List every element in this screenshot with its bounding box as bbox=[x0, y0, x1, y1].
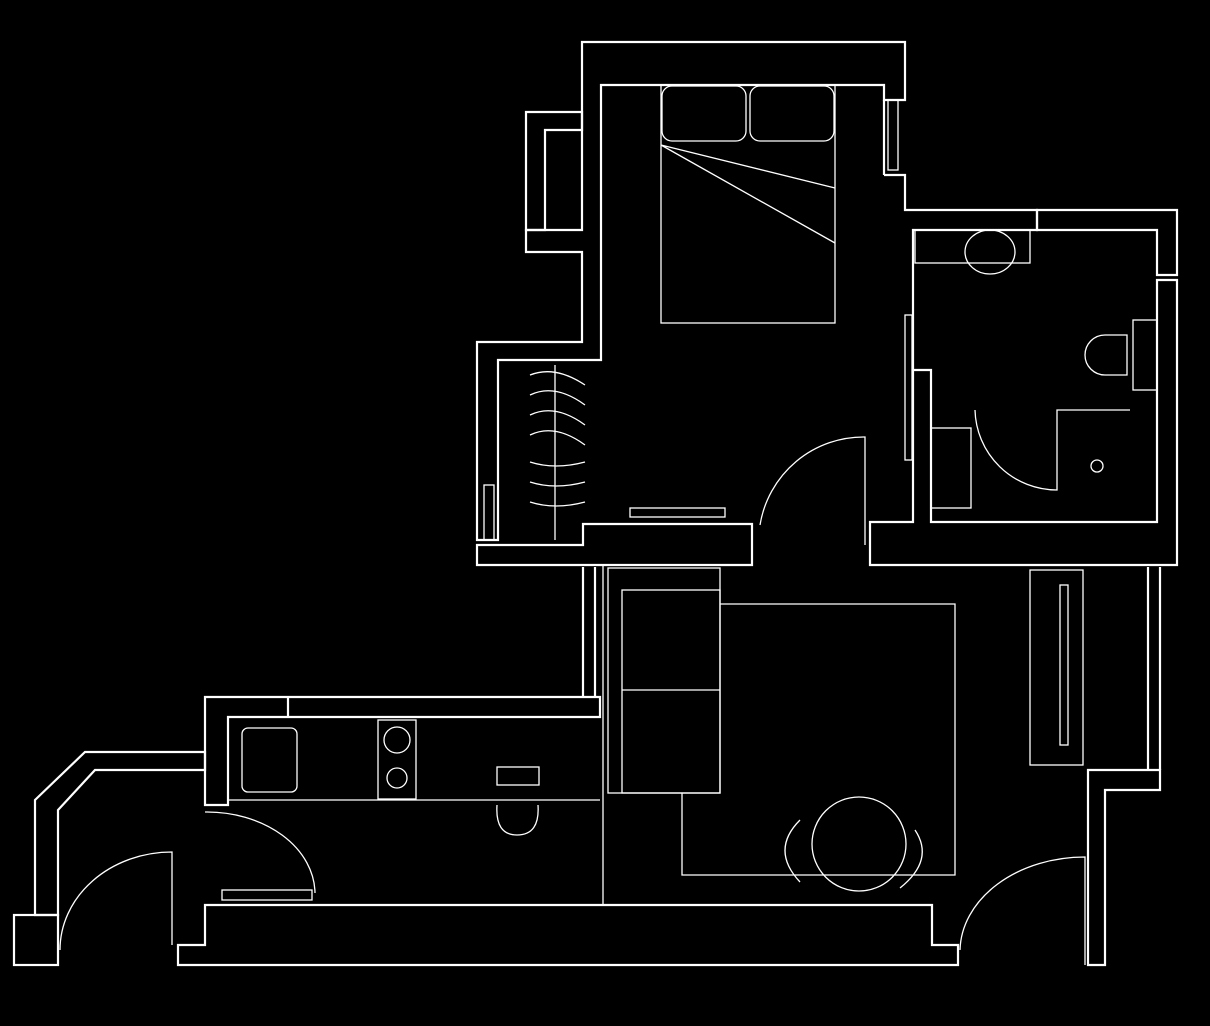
kitchen-window bbox=[286, 567, 597, 717]
toilet bbox=[1084, 334, 1128, 376]
burner-icon bbox=[386, 767, 408, 789]
toilet-tank bbox=[1132, 319, 1158, 391]
living-window bbox=[1146, 567, 1162, 770]
floor-drain-icon bbox=[1090, 459, 1104, 473]
bed-blanket bbox=[660, 144, 836, 244]
bath-cabinet bbox=[930, 427, 972, 509]
dining-chair-left bbox=[784, 819, 801, 883]
bathroom-outer-wall bbox=[868, 173, 1179, 567]
bathroom-door bbox=[974, 409, 1130, 491]
corridor-box bbox=[12, 913, 60, 967]
furniture bbox=[221, 84, 1158, 901]
kitchen-door bbox=[204, 811, 316, 894]
stove bbox=[377, 719, 417, 800]
bottom-wall bbox=[176, 903, 960, 967]
tv-cabinet bbox=[1029, 569, 1084, 766]
entry-door-left bbox=[59, 851, 173, 951]
bath-partition bbox=[904, 314, 913, 461]
rug bbox=[681, 603, 956, 876]
sofa-back bbox=[607, 567, 721, 794]
walls bbox=[12, 40, 1179, 967]
tv bbox=[1059, 584, 1069, 746]
bedroom-bottom-wall bbox=[475, 522, 754, 567]
doors bbox=[59, 409, 1130, 965]
dining-table bbox=[811, 796, 907, 892]
kitchen-sink bbox=[241, 727, 298, 793]
bedroom-window-right bbox=[887, 99, 899, 171]
bed bbox=[660, 84, 836, 324]
bathroom-window-wall bbox=[1035, 208, 1179, 277]
wardrobe-window bbox=[483, 484, 495, 541]
kitchen-stool bbox=[496, 804, 539, 836]
bedroom-door bbox=[759, 436, 866, 545]
burner-icon bbox=[383, 726, 411, 754]
dining-chair-right bbox=[899, 829, 923, 889]
bedroom-window-wall bbox=[524, 110, 584, 232]
entry-door-right bbox=[959, 856, 1086, 965]
kitchen-desk-item bbox=[496, 766, 540, 786]
wardrobe bbox=[529, 365, 586, 540]
vanity-counter bbox=[914, 229, 1031, 264]
kitchen-wall bbox=[203, 695, 602, 807]
pillow-right bbox=[749, 85, 835, 142]
pillow-left bbox=[661, 85, 747, 142]
shoe-cabinet bbox=[221, 889, 313, 901]
bedroom-desk bbox=[629, 507, 726, 518]
